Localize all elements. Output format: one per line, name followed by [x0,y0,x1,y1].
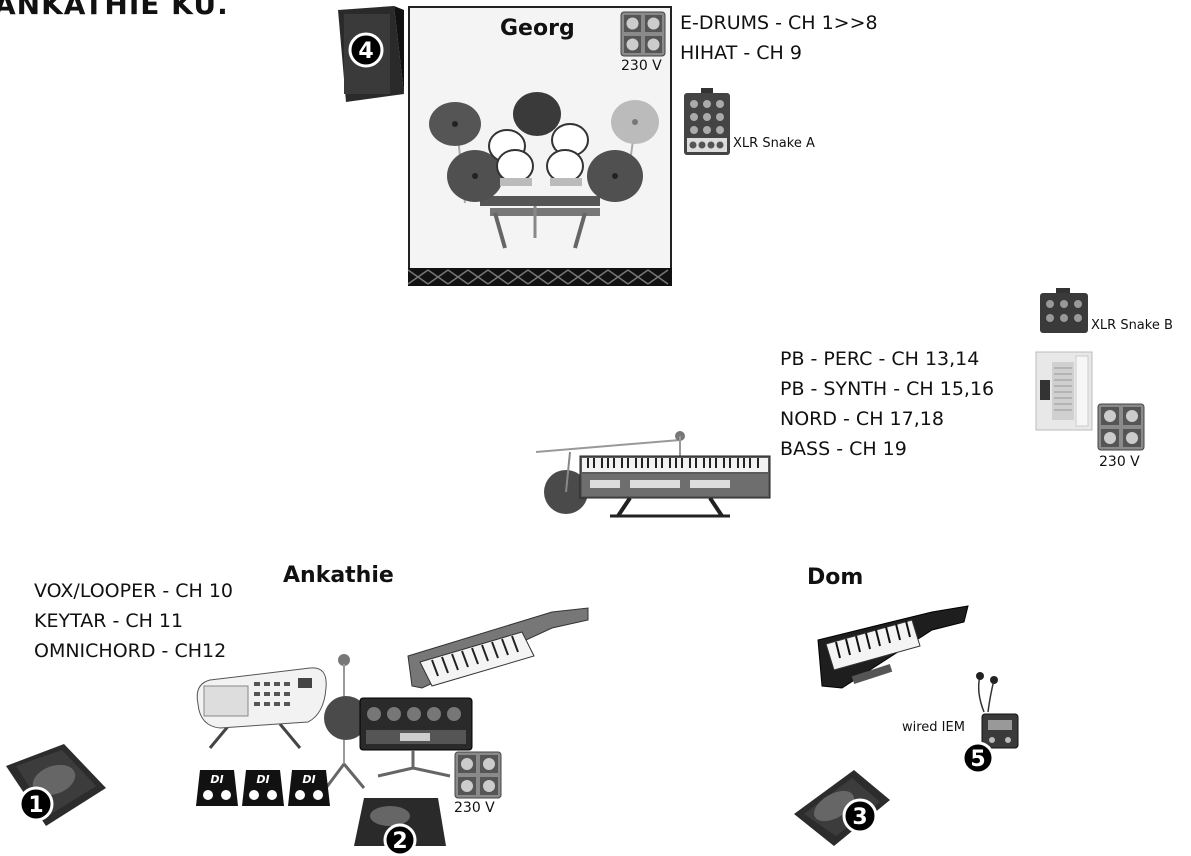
power-outlet-icon [620,11,666,57]
channel-line: KEYTAR - CH 11 [34,610,184,632]
monitor-2-icon: 2 [354,798,446,856]
page-title: ANKATHIE KU. [0,0,229,21]
di-label: DI [256,773,269,786]
musician-name-georg: Georg [500,16,575,41]
channel-line: HIHAT - CH 9 [680,42,802,64]
riser-truss-icon [407,268,672,286]
monitor-5-icon: 5 [961,741,995,775]
power-label-georg: 230 V [621,58,662,74]
di-box-icon: DI [288,770,330,806]
di-label: DI [210,773,223,786]
snake-b-label: XLR Snake B [1091,318,1173,333]
channel-line: BASS - CH 19 [780,438,907,460]
nord-keyboard-icon [535,431,771,518]
monitor-5-number: 5 [970,747,985,772]
musician-name-dom: Dom [807,565,864,590]
monitor-4-icon: 4 [338,6,404,102]
channel-line: NORD - CH 17,18 [780,408,944,430]
iem-beltpack-icon [981,713,1019,749]
earphones-icon [976,672,998,713]
e-drum-kit-icon [429,92,659,249]
monitor-3-number: 3 [852,805,867,830]
georg-channel-list: E-DRUMS - CH 1>>8 HIHAT - CH 9 [680,8,878,68]
power-outlet-icon [454,751,502,799]
xlr-snake-a-icon [684,88,730,155]
monitor-1-number: 1 [28,793,43,818]
looper-stand-icon [377,750,451,778]
di-box-icon: DI [242,770,284,806]
center-channel-list: PB - PERC - CH 13,14 PB - SYNTH - CH 15,… [780,344,994,464]
power-label-ankathie: 230 V [454,800,495,816]
laptop-icon [1035,351,1093,431]
omnichord-icon [196,667,327,749]
iem-label: wired IEM [902,720,965,735]
channel-line: PB - PERC - CH 13,14 [780,348,980,370]
monitor-3-icon: 3 [794,770,890,846]
channel-line: E-DRUMS - CH 1>>8 [680,12,878,34]
channel-line: OMNICHORD - CH12 [34,640,227,662]
channel-line: VOX/LOOPER - CH 10 [34,580,234,602]
ankathie-channel-list: VOX/LOOPER - CH 10 KEYTAR - CH 11 OMNICH… [34,576,233,666]
di-box-icon: DI [196,770,238,806]
keytar-icon [817,605,969,689]
power-label-center: 230 V [1099,454,1140,470]
looper-station-icon [359,697,473,751]
di-label: DI [302,773,315,786]
snake-a-label: XLR Snake A [733,136,815,151]
power-outlet-icon [1097,403,1145,451]
monitor-1-icon: 1 [6,744,106,826]
musician-name-ankathie: Ankathie [283,563,394,588]
xlr-snake-b-icon [1040,288,1088,333]
mic-stand-icon [324,654,368,789]
monitor-4-number: 4 [358,39,373,64]
monitor-2-number: 2 [392,829,407,854]
keytar-icon [407,607,589,689]
channel-line: PB - SYNTH - CH 15,16 [780,378,995,400]
